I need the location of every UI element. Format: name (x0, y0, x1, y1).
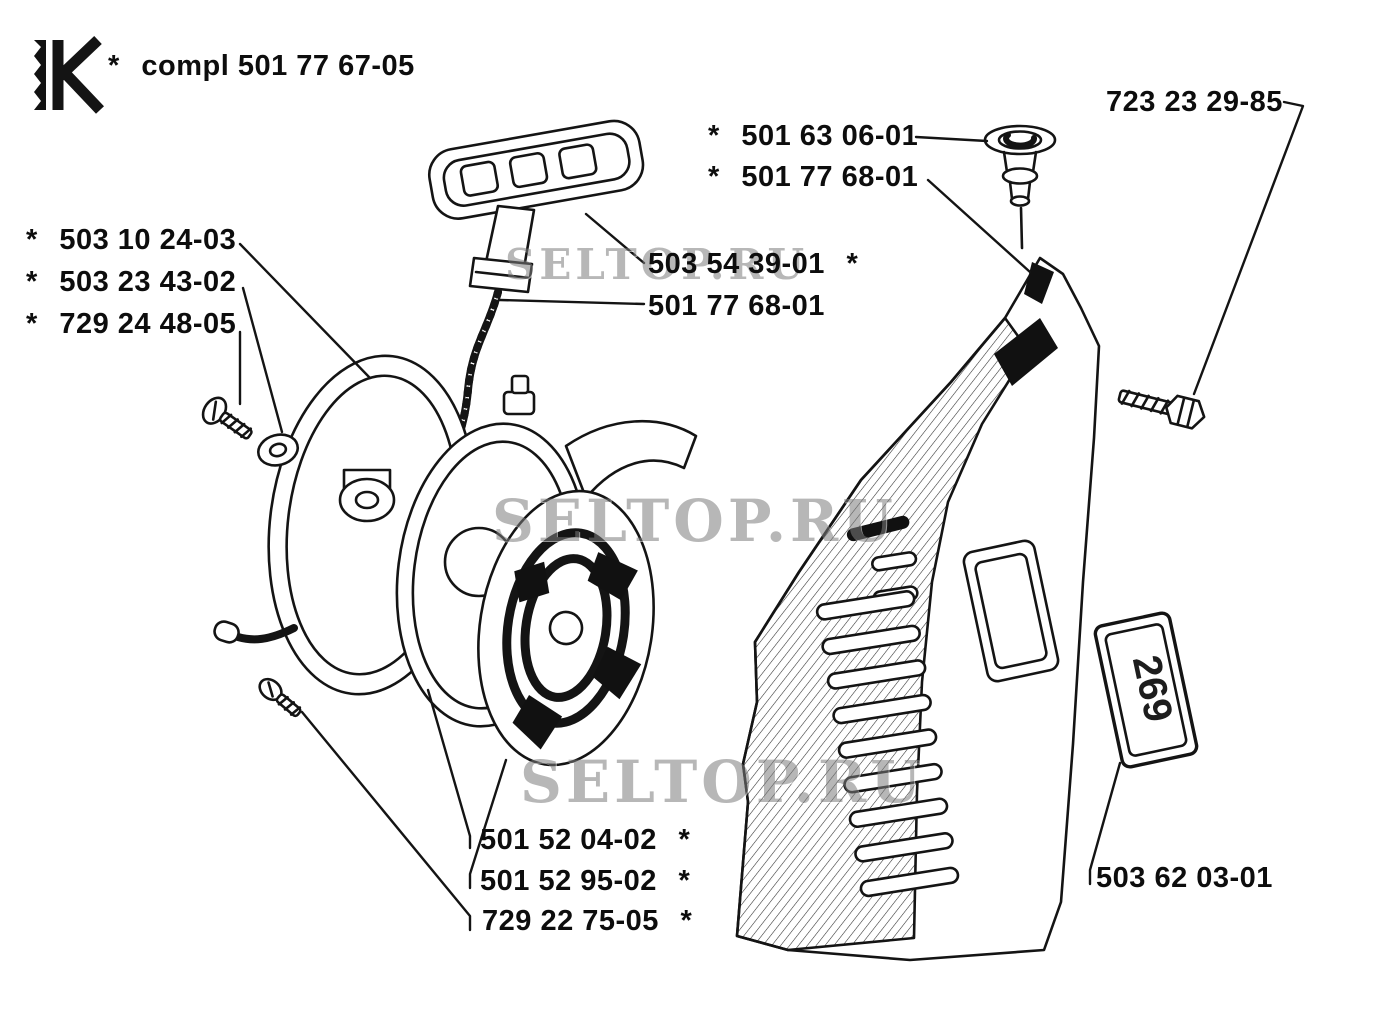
small-screw-part (258, 677, 302, 718)
part-number: 503 10 24-03 (59, 224, 237, 256)
part-number: 503 23 43-02 (59, 266, 237, 298)
part-number: 503 62 03-01 (1096, 862, 1273, 894)
footnote-star: * (678, 824, 691, 856)
leader-cover-screw (1192, 100, 1305, 396)
footnote-star: * (26, 266, 38, 298)
assembly-number: compl 501 77 67-05 (141, 50, 415, 82)
footnote-star: * (26, 224, 38, 256)
assembly-label: * compl 501 77 67-05 (108, 50, 415, 83)
footnote-star: * (26, 308, 38, 340)
rope-bushing-part (983, 124, 1057, 250)
leader-handle (584, 212, 646, 265)
part-number: 501 52 95-02 (480, 865, 657, 897)
footnote-star: * (708, 120, 720, 152)
leader-small-screw (300, 710, 472, 932)
part-label-ratchet: 501 52 95-02 * (480, 865, 690, 898)
part-number: 723 23 29-85 (1106, 86, 1283, 118)
part-label-decal: 503 62 03-01 (1096, 862, 1273, 895)
starter-housing (735, 256, 1101, 962)
part-label-washer: * 503 23 43-02 (26, 266, 236, 299)
leader-decal (1088, 761, 1122, 886)
footnote-star: * (680, 905, 693, 937)
leader-rope-top (926, 178, 1032, 274)
part-label-starter-spring: 501 52 04-02 * (480, 824, 690, 857)
part-number: 729 22 75-05 (482, 905, 659, 937)
housing-recess (962, 539, 1060, 683)
housing-slit (846, 515, 910, 542)
brand-mark (34, 36, 104, 114)
part-number: 729 24 48-05 (59, 308, 237, 340)
leader-pulley (238, 242, 372, 380)
part-number: 501 77 68-01 (741, 161, 919, 193)
cover-screw-part (1117, 389, 1206, 430)
part-number: 501 77 68-01 (648, 290, 825, 322)
footnote-star: * (108, 50, 120, 82)
footnote-star: * (678, 865, 691, 897)
part-label-handle: 503 54 39-01 * (648, 248, 858, 281)
part-number: 501 63 06-01 (741, 120, 919, 152)
washer-part (256, 433, 300, 467)
part-number: 503 54 39-01 (648, 248, 825, 280)
part-number: 501 52 04-02 (480, 824, 657, 856)
pulley-screw-part (201, 396, 253, 440)
leader-ratchet (468, 758, 508, 890)
leader-lines (238, 100, 1305, 932)
starter-handle (427, 119, 645, 294)
part-label-starter-rope: 501 77 68-01 (648, 290, 825, 323)
housing-top-bracket (994, 318, 1058, 386)
part-label-pulley: * 503 10 24-03 (26, 224, 236, 257)
leader-washer (241, 286, 284, 434)
vent-slats (815, 551, 960, 898)
part-label-rope-bushing: * 501 63 06-01 (708, 120, 918, 153)
part-label-small-screw: 729 22 75-05 * (482, 905, 692, 938)
part-label-cover-screw: 723 23 29-85 (1106, 86, 1283, 119)
leader-spring (426, 688, 472, 850)
leader-rope-mid (498, 298, 646, 306)
leader-rope-bushing (914, 135, 989, 143)
model-badge: 269 (1093, 611, 1199, 769)
spring-ratchet-part (477, 419, 698, 767)
part-label-pulley-screw: * 729 24 48-05 (26, 308, 236, 341)
part-label-starter-rope-top: * 501 77 68-01 (708, 161, 918, 194)
footnote-star: * (708, 161, 720, 193)
housing-top-fin (1024, 262, 1054, 304)
footnote-star: * (846, 248, 859, 280)
